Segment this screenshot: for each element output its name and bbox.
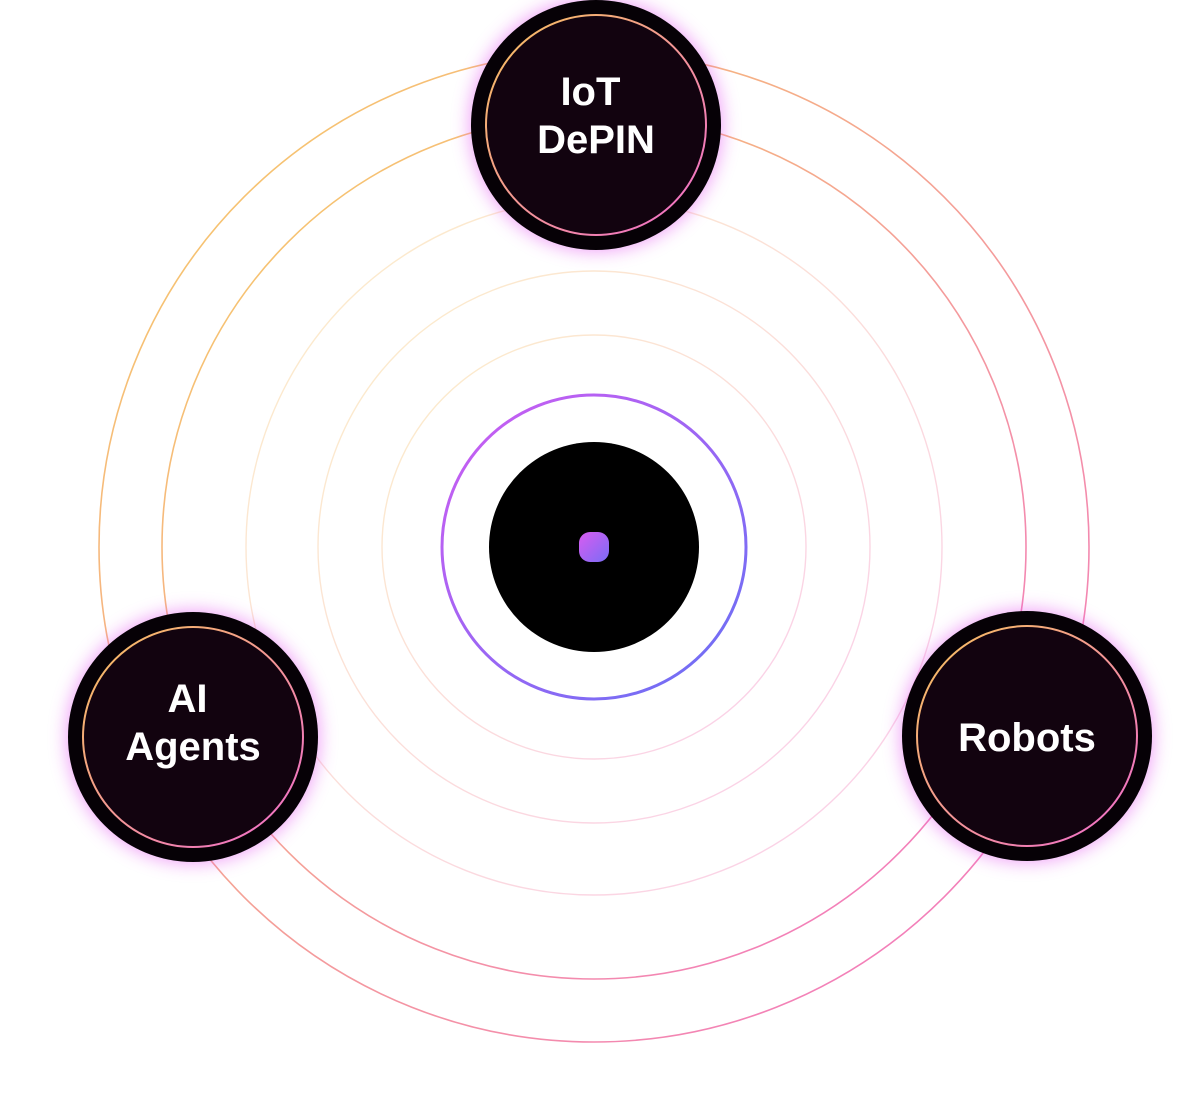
node-label-line: AI <box>167 677 207 721</box>
fifth-ring <box>381 334 807 760</box>
core-hub <box>440 393 748 701</box>
node-label-line: DePIN <box>537 118 655 162</box>
svg-text:IoT DePIN: IoT DePIN <box>537 70 655 162</box>
node-ai-agents: AI Agents <box>67 611 319 863</box>
node-label-line: Agents <box>125 725 261 769</box>
node-label-line: Robots <box>958 716 1096 760</box>
node-inner <box>485 14 707 236</box>
svg-text:AI Agents: AI Agents <box>125 677 261 769</box>
core-logo-icon <box>579 532 609 562</box>
node-inner <box>82 626 304 848</box>
node-iot-depin: IoT DePIN <box>470 0 722 251</box>
node-robots: Robots <box>901 610 1153 862</box>
node-inner <box>916 625 1138 847</box>
svg-text:Robots: Robots <box>958 716 1096 760</box>
core-ring <box>440 393 748 701</box>
node-label-line: IoT <box>560 70 620 114</box>
fourth-ring <box>317 270 871 824</box>
